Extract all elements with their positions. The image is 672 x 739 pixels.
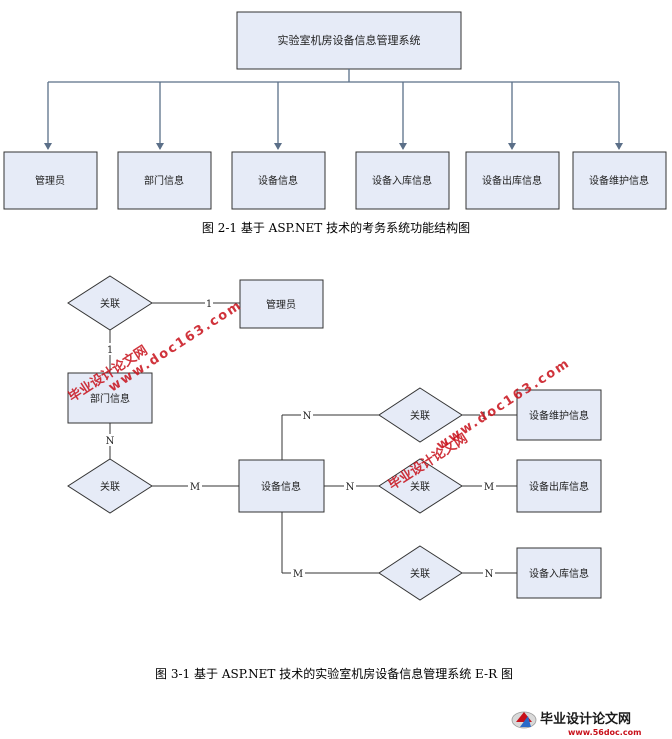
entity-maint-label: 设备维护信息 <box>529 409 589 422</box>
cardinality-label: M <box>293 569 303 580</box>
logo-badge-icon <box>511 711 537 729</box>
logo-url-text: www.56doc.com <box>568 728 641 737</box>
node-out-label: 设备出库信息 <box>482 174 542 187</box>
node-admin-label: 管理员 <box>35 174 65 187</box>
entity-in-label: 设备入库信息 <box>529 567 589 580</box>
relation-label: 关联 <box>410 409 430 422</box>
card-backing <box>291 567 305 579</box>
card-backing <box>480 409 488 421</box>
card-backing <box>205 297 213 309</box>
node-dept <box>117 151 212 210</box>
node-out <box>465 151 560 210</box>
er-caption: 图 3-1 基于 ASP.NET 技术的实验室机房设备信息管理系统 E-R 图 <box>155 666 513 681</box>
root-label: 实验室机房设备信息管理系统 <box>278 33 421 47</box>
cardinality-label: M <box>190 482 200 493</box>
relation-device-in <box>378 545 463 601</box>
relation-device-maint <box>378 387 463 443</box>
relation-device-out <box>378 458 463 514</box>
node-device-label: 设备信息 <box>258 174 298 187</box>
cardinality-label: 1 <box>107 345 113 356</box>
cardinality-label: N <box>346 482 355 493</box>
entity-out-label: 设备出库信息 <box>529 480 589 493</box>
node-maint-label: 设备维护信息 <box>589 174 649 187</box>
relation-label: 关联 <box>100 297 120 310</box>
card-backing <box>344 480 356 492</box>
card-backing <box>483 567 495 579</box>
cardinality-label: 1 <box>481 411 487 422</box>
relation-dept-device <box>67 458 153 514</box>
card-backing <box>301 409 313 421</box>
relation-label: 关联 <box>410 480 430 493</box>
card-backing <box>104 434 116 446</box>
entity-admin <box>239 279 324 329</box>
cardinality-label: N <box>106 436 115 447</box>
root-node <box>236 11 462 70</box>
node-device <box>231 151 326 210</box>
relation-label: 关联 <box>410 567 430 580</box>
relation-label: 关联 <box>100 480 120 493</box>
cardinality-label: N <box>485 569 494 580</box>
tree-caption: 图 2-1 基于 ASP.NET 技术的考务系统功能结构图 <box>202 220 470 235</box>
tree-diagram: 实验室机房设备信息管理系统 管理员 部门信息 设备信息 设备入库信息 设备出库信… <box>3 11 667 210</box>
site-logo: 毕业设计论文网 www.56doc.com <box>511 711 641 737</box>
relation-admin-dept <box>67 275 153 331</box>
er-diagram: 关联 关联 关联 关联 关联 管理员 部门信息 设备信息 设备维护信息 设备出库… <box>67 275 602 601</box>
node-maint <box>572 151 667 210</box>
entity-dept-label: 部门信息 <box>90 392 130 405</box>
cardinality-label: M <box>484 482 494 493</box>
entity-admin-label: 管理员 <box>266 298 296 311</box>
cardinality-label: N <box>303 411 312 422</box>
entity-in <box>516 547 602 599</box>
card-backing <box>188 480 202 492</box>
entity-out <box>516 459 602 513</box>
card-backing <box>482 480 496 492</box>
entity-device <box>238 459 325 513</box>
node-dept-label: 部门信息 <box>144 174 184 187</box>
node-in <box>355 151 450 210</box>
entity-maint <box>516 389 602 441</box>
cardinality-label: 1 <box>206 299 212 310</box>
entity-dept <box>67 372 153 424</box>
node-in-label: 设备入库信息 <box>372 174 432 187</box>
card-backing <box>106 343 114 355</box>
entity-device-label: 设备信息 <box>261 480 301 493</box>
node-admin <box>3 151 98 210</box>
logo-cn-text: 毕业设计论文网 <box>540 711 631 727</box>
